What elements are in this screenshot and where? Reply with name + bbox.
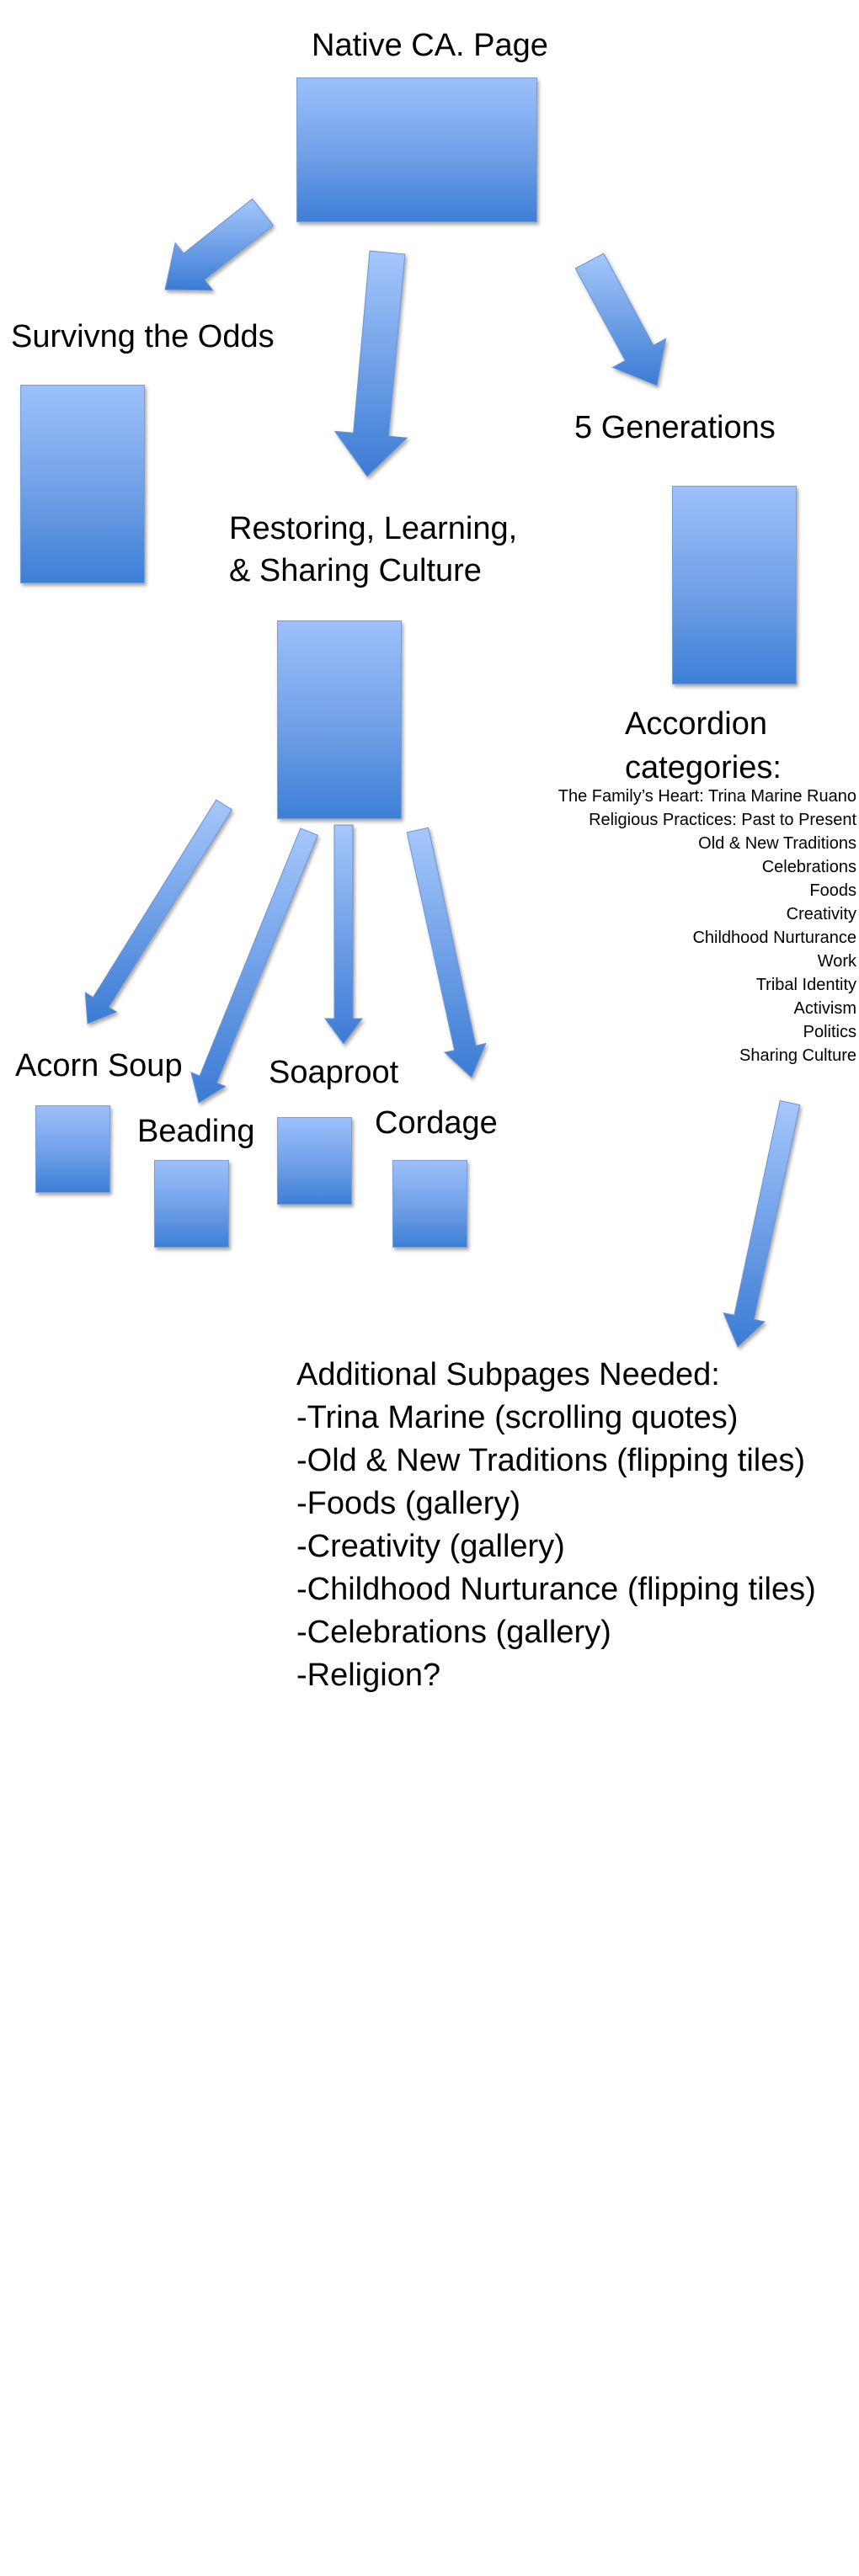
cordage-title: Cordage (375, 1105, 498, 1141)
surviving-box (20, 385, 145, 583)
generations-title: 5 Generations (574, 410, 776, 445)
accordion-heading-line2: categories: (625, 750, 782, 785)
additional-subpage-item: -Old & New Traditions (flipping tiles) (296, 1443, 805, 1478)
additional-subpage-item: -Creativity (gallery) (296, 1529, 565, 1564)
arrow-restoring-to-beading (190, 828, 318, 1104)
beading-title: Beading (137, 1114, 255, 1149)
restoring-box (277, 620, 402, 819)
accordion-category-item: Politics (803, 1023, 856, 1041)
restoring-title-line1: Restoring, Learning, (229, 511, 518, 546)
cordage-box (392, 1160, 467, 1248)
arrow-restoring-to-soaproot (324, 824, 363, 1045)
soaproot-box (277, 1117, 352, 1205)
additional-subpage-item: -Celebrations (gallery) (296, 1615, 611, 1650)
accordion-category-item: The Family’s Heart: Trina Marine Ruano (558, 787, 856, 806)
restoring-title-line2: & Sharing Culture (229, 553, 482, 588)
accordion-category-item: Foods (809, 881, 856, 900)
accordion-category-item: Activism (793, 999, 856, 1018)
accordion-category-item: Work (817, 952, 856, 971)
root-title: Native CA. Page (312, 28, 548, 63)
arrow-accordion-to-additional (723, 1099, 801, 1348)
additional-subpages-notes: Additional Subpages Needed: -Trina Marine… (296, 1354, 816, 1697)
additional-subpage-item: -Trina Marine (scrolling quotes) (296, 1400, 739, 1435)
arrow-root-to-generations (574, 253, 667, 386)
accordion-category-item: Sharing Culture (739, 1046, 856, 1065)
additional-subpages-heading: Additional Subpages Needed: (296, 1357, 720, 1392)
additional-subpage-item: -Foods (gallery) (296, 1486, 521, 1521)
root-box (296, 77, 537, 222)
accordion-category-item: Old & New Traditions (698, 834, 856, 853)
accordion-category-item: Religious Practices: Past to Present (589, 811, 856, 829)
arrow-root-to-restoring (333, 250, 408, 477)
accordion-heading-line1: Accordion (625, 706, 767, 742)
beading-box (154, 1160, 229, 1248)
arrow-restoring-to-acorn (84, 799, 232, 1025)
accordion-category-item: Childhood Nurturance (692, 929, 856, 947)
surviving-title: Survivng the Odds (11, 319, 275, 354)
additional-subpage-item: -Religion? (296, 1658, 441, 1693)
generations-box (672, 486, 797, 684)
additional-subpage-item: -Childhood Nurturance (flipping tiles) (296, 1572, 816, 1607)
arrow-root-to-surviving (164, 198, 275, 291)
soaproot-title: Soaproot (269, 1055, 399, 1090)
accordion-category-item: Tribal Identity (755, 976, 856, 994)
accordion-category-item: Creativity (786, 905, 856, 923)
acorn-soup-title: Acorn Soup (15, 1048, 183, 1083)
arrow-restoring-to-cordage (406, 827, 487, 1078)
acorn-soup-box (35, 1105, 110, 1193)
accordion-category-item: Celebrations (761, 858, 856, 876)
